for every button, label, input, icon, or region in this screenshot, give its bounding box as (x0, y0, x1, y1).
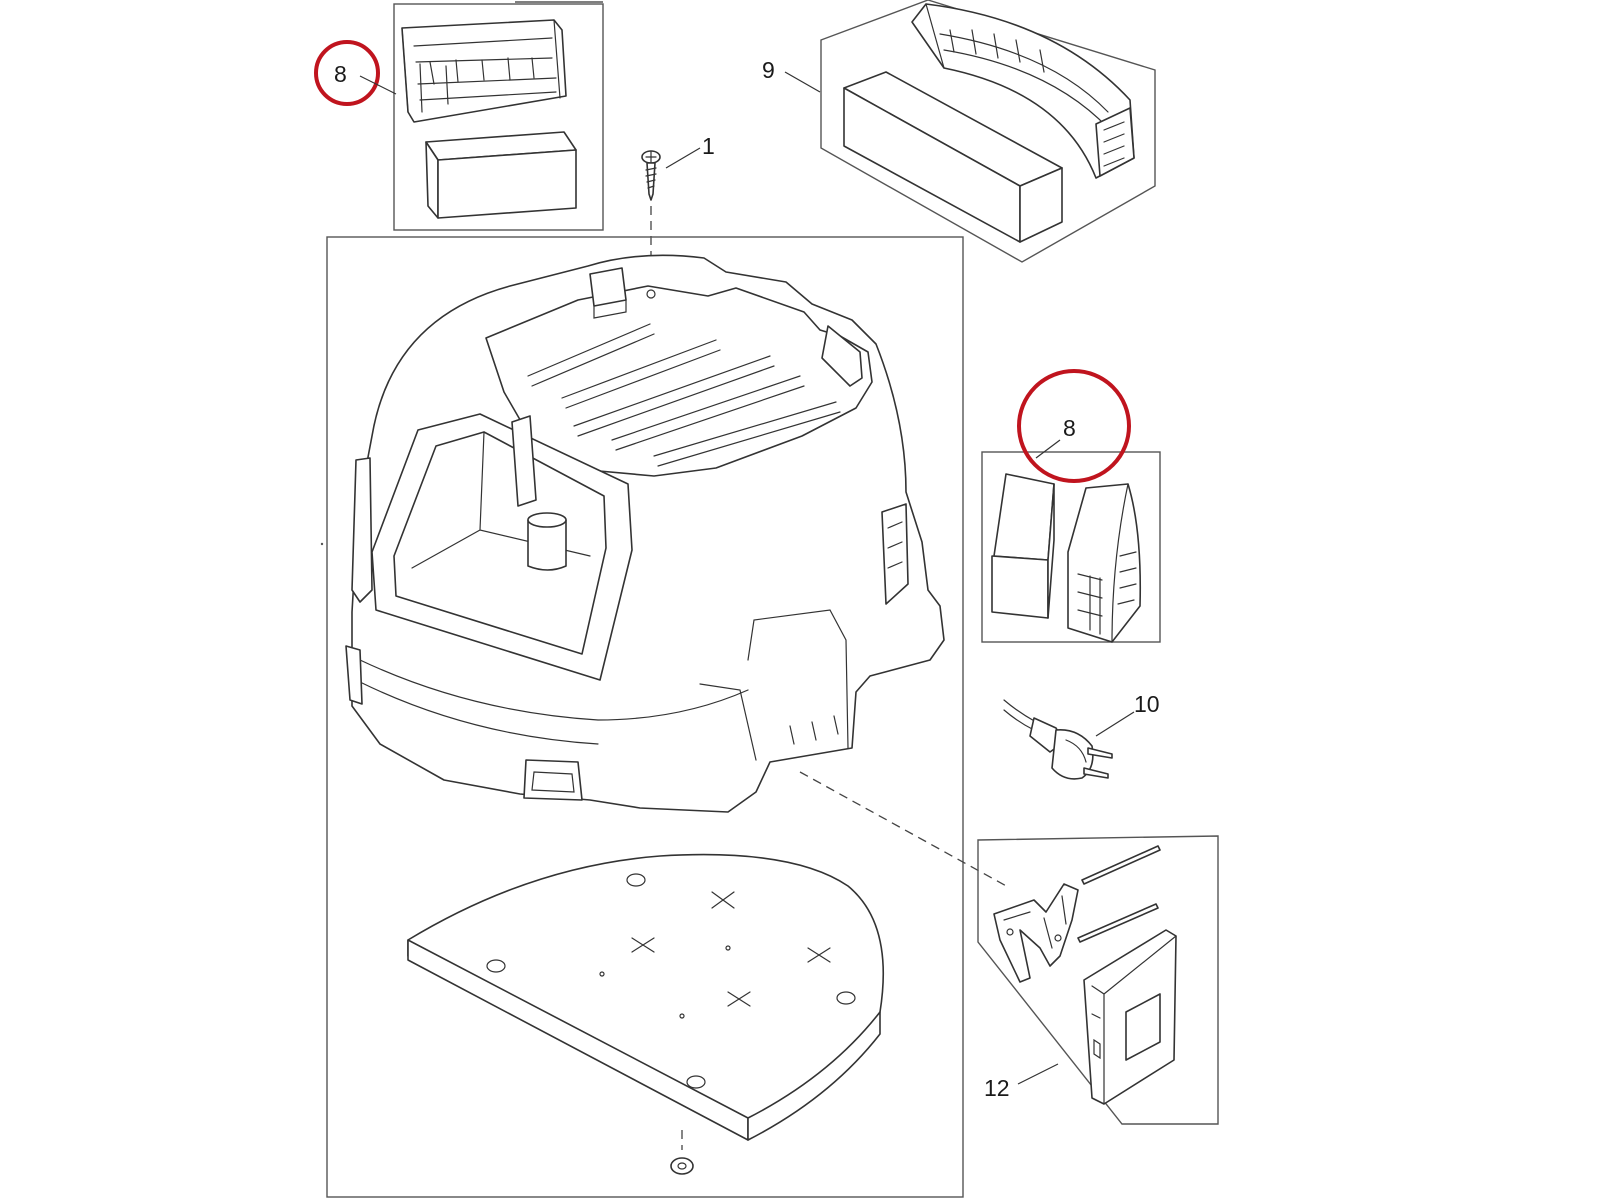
callout-10: 10 (1134, 691, 1160, 717)
filter-small-left-group: 8 (314, 1, 604, 231)
main-hood-housing (345, 254, 945, 813)
callout-9: 9 (762, 57, 775, 83)
filter-grille-large (911, 3, 1135, 179)
washer-part (670, 1130, 694, 1175)
filter-large-group: 9 (762, 0, 1156, 263)
highlight-ring-left (314, 40, 380, 106)
panel-bracket-part (993, 883, 1079, 983)
base-plate (407, 853, 885, 1141)
filter-small-left-frame (393, 3, 604, 231)
panel-kit-frame (977, 835, 1219, 1125)
filter-grille-small-left (401, 19, 567, 123)
assembly-guide-line (799, 771, 1011, 889)
power-plug-part (1003, 699, 1113, 780)
screw-group: 1 (641, 133, 715, 292)
panel-rods-part (1077, 845, 1161, 943)
power-plug-group: 10 (1003, 691, 1160, 780)
callout-1: 1 (702, 133, 715, 159)
filter-small-right-group: 8 (981, 369, 1161, 643)
filter-foam-large (843, 71, 1063, 243)
callout-8-right: 8 (1063, 415, 1076, 441)
filter-small-right-frame (981, 451, 1161, 643)
filter-grille-small-right (1067, 483, 1142, 643)
screw-part (641, 150, 661, 201)
main-housing-frame (326, 236, 964, 1198)
callout-12: 12 (984, 1075, 1010, 1101)
highlight-ring-right (1017, 369, 1131, 483)
callout-8-left: 8 (334, 61, 347, 87)
panel-kit-group: 12 (977, 835, 1219, 1125)
panel-display-part (1083, 929, 1177, 1105)
filter-foam-small-right (991, 473, 1055, 619)
filter-foam-small-left (425, 131, 577, 219)
filter-large-frame (820, 0, 1156, 263)
